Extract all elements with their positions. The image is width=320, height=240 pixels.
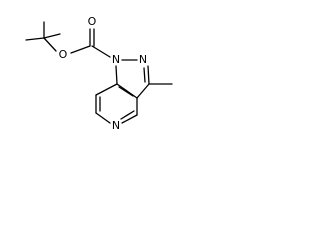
n1-label: N (112, 53, 120, 66)
bond-c6-n5 (95, 112, 111, 124)
structure-canvas: O O N N N (0, 0, 206, 148)
pyridine-ring (95, 83, 138, 124)
bond-c7a-c7 (95, 83, 118, 96)
pyrazole-ring (115, 59, 173, 99)
carbonyl-oxygen-label: O (88, 15, 97, 28)
bond-c3a-c7a (116, 83, 138, 99)
bond-c7a-n1 (115, 65, 118, 85)
boc-carbamate (70, 28, 111, 58)
pyridine-nitrogen-label: N (112, 119, 120, 132)
bond-n2-c3-double (143, 67, 146, 83)
bond-tbu-to-ester-oxygen (43, 37, 57, 52)
tert-butyl-group (25, 21, 61, 52)
bond-n2-c3 (147, 65, 150, 85)
bond-ester-oxygen-to-carbonyl (70, 45, 91, 54)
n2-label: N (139, 53, 147, 66)
bond-c3-c3a (136, 83, 150, 99)
bond-carbonyl-to-n1 (91, 45, 111, 58)
bond-c3a-c7a-double (118, 86, 134, 97)
bond-n5-c4 (121, 114, 138, 124)
bond-n5-c4-double (120, 110, 135, 120)
bond-tbu-methyl-right (43, 33, 61, 39)
bond-tbu-methyl-left (25, 37, 45, 41)
molecule-diagram: O O N N N (25, 15, 173, 132)
ester-oxygen-label: O (59, 48, 68, 61)
